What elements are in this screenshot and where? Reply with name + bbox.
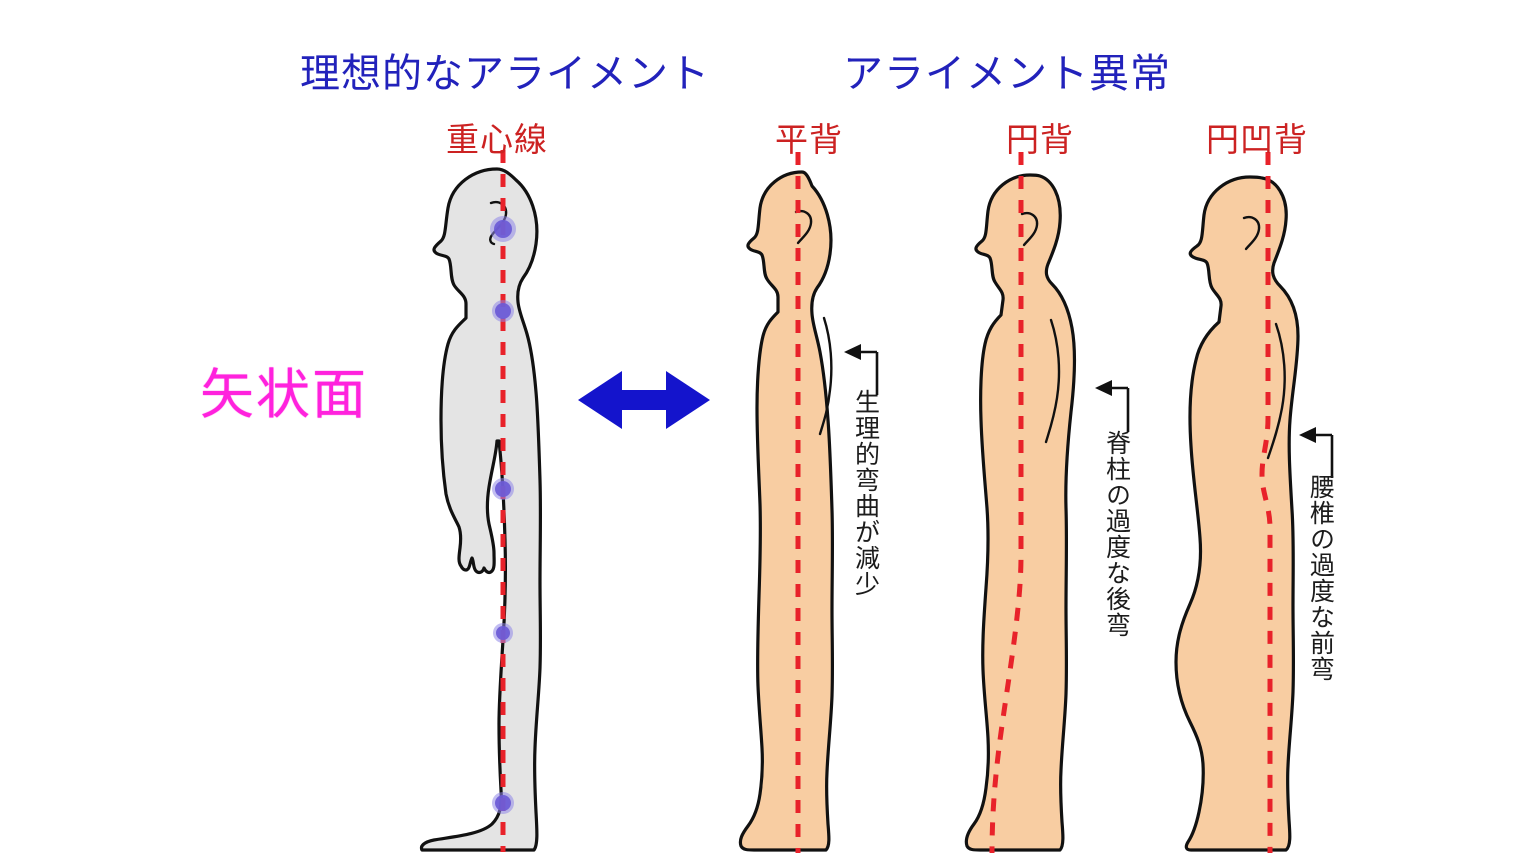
- annotation-round-back: 脊柱の過度な後弯: [1102, 430, 1132, 638]
- round-hollow-back-scapula-line: [1266, 322, 1286, 460]
- round-back-ear-detail: [1020, 211, 1039, 247]
- round-back-plumb-line: [989, 152, 1024, 854]
- round-hollow-back-plumb-line: [1259, 152, 1273, 853]
- caption-round-hollow-back: 円凹背: [1206, 120, 1308, 159]
- plane-label-sagittal: 矢状面: [200, 363, 368, 426]
- round-hollow-back-annotation-arrow: [1299, 427, 1334, 478]
- heading-alignment-abnormal: アライメント異常: [843, 51, 1171, 97]
- round-hollow-back-body: [1174, 175, 1300, 852]
- round-back-annotation-arrow: [1095, 380, 1130, 432]
- figure-ideal-alignment: [419, 150, 543, 852]
- caption-round-back: 円背: [1006, 120, 1074, 159]
- heading-ideal-alignment: 理想的なアライメント: [300, 51, 710, 97]
- comparison-double-arrow: [578, 371, 710, 429]
- round-hollow-back-ear-detail: [1242, 215, 1261, 251]
- flat-back-body: [738, 170, 835, 852]
- ideal-body-silhouette: [419, 167, 543, 852]
- figure-flat-back: [738, 152, 879, 853]
- annotation-round-hollow-back: 腰椎の過度な前弯: [1306, 474, 1336, 682]
- round-back-scapula-line: [1044, 318, 1061, 444]
- flat-back-scapula-line: [818, 316, 833, 436]
- caption-flat-back: 平背: [775, 120, 843, 159]
- annotation-flat-back: 生理的弯曲が減少: [851, 389, 881, 597]
- figure-round-back: [964, 152, 1130, 854]
- figure-round-hollow-back: [1174, 152, 1334, 853]
- caption-center-of-gravity-line: 重心線: [446, 120, 548, 159]
- ideal-landmark-dots: [490, 216, 516, 814]
- flat-back-ear-detail: [794, 209, 813, 245]
- flat-back-annotation-arrow: [844, 344, 879, 395]
